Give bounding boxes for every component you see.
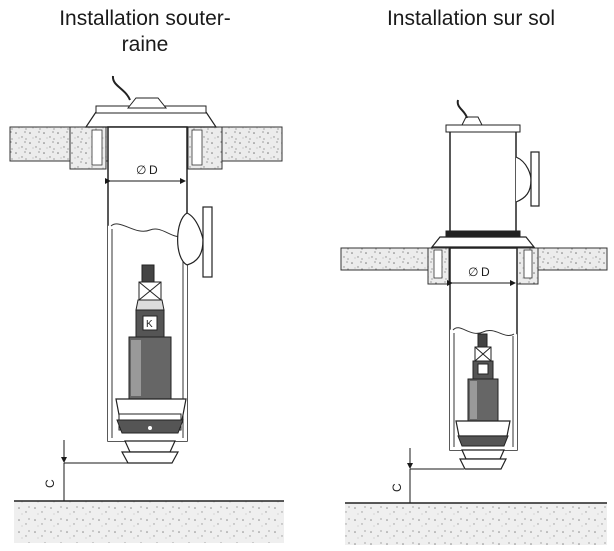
right-power-cable [456, 99, 468, 119]
left-cable-gland [126, 97, 168, 109]
right-outlet-elbow [515, 156, 532, 203]
left-diameter-symbol: ∅ [136, 163, 146, 177]
right-clearance-label: C [390, 483, 404, 492]
right-cover-lid [445, 124, 521, 133]
floor-installation-drawing: ∅ D C [340, 99, 608, 545]
left-power-cable [111, 75, 131, 101]
left-diameter-label: D [149, 163, 158, 177]
right-cutaway-edge [452, 327, 515, 336]
right-floor-flange [430, 236, 536, 248]
left-clearance-label: C [43, 479, 57, 488]
left-outlet-elbow [177, 212, 188, 266]
left-cutaway-edge [110, 223, 185, 238]
svg-text:K: K [146, 319, 153, 330]
left-cover-plate [84, 111, 218, 128]
left-pump: K [115, 264, 187, 434]
right-cable-gland [461, 116, 483, 126]
title-underground-installation: Installation souter- raine [15, 6, 275, 58]
left-inlet-nozzle [124, 440, 176, 453]
title-floor-installation: Installation sur sol [386, 7, 556, 30]
underground-installation-drawing: ∅ D K C [9, 75, 284, 543]
left-outlet-flange [202, 206, 213, 278]
right-inlet-nozzle [461, 449, 505, 460]
left-ground [14, 501, 284, 543]
right-diameter-label: D [481, 265, 490, 279]
right-upper-tube [449, 129, 517, 234]
anchor-bolt-left [91, 129, 103, 166]
right-ground [345, 503, 607, 545]
right-diameter-symbol: ∅ [468, 265, 478, 279]
anchor-bolt-right [191, 129, 203, 166]
title-underground-line2: raine [121, 33, 169, 56]
right-pump [455, 333, 511, 447]
right-outlet-flange [530, 151, 540, 207]
title-underground-line1: Installation souter- [59, 7, 231, 30]
